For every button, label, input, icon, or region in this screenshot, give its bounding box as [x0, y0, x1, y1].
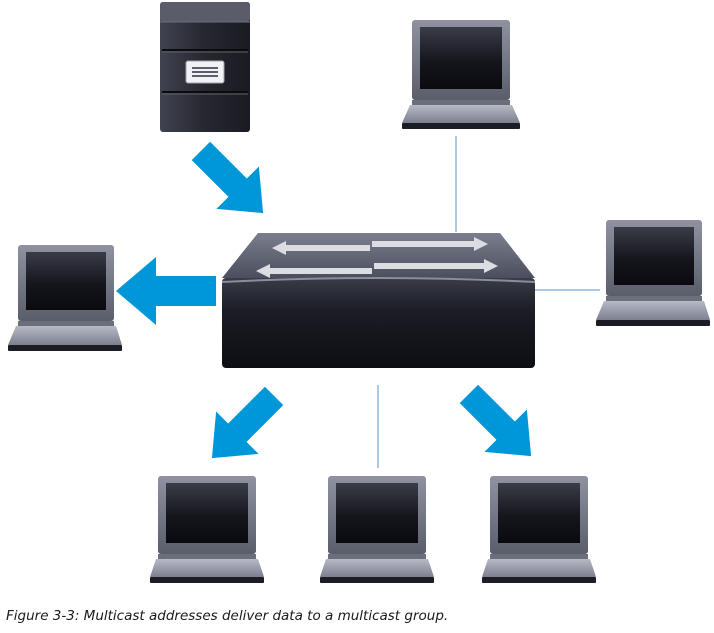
figure-caption: Figure 3-3: Multicast addresses deliver … — [6, 608, 449, 624]
flow-arrow-switch-to-laptop-bottom-left — [211, 386, 284, 459]
laptop-bottom-left — [150, 476, 264, 583]
flow-arrow-switch-to-laptop-bottom-right — [459, 384, 532, 457]
multicast-flow-arrows — [116, 141, 532, 459]
flow-arrow-server-to-switch — [191, 141, 264, 214]
server-icon — [160, 2, 250, 132]
laptop-right — [596, 220, 710, 326]
laptop-top — [402, 20, 520, 129]
laptop-left — [8, 245, 122, 351]
switch-icon — [221, 233, 536, 368]
network-links — [377, 136, 600, 468]
flow-arrow-switch-to-laptop-left — [116, 257, 216, 325]
laptop-bottom-right — [482, 476, 596, 583]
laptop-bottom-center — [320, 476, 434, 583]
